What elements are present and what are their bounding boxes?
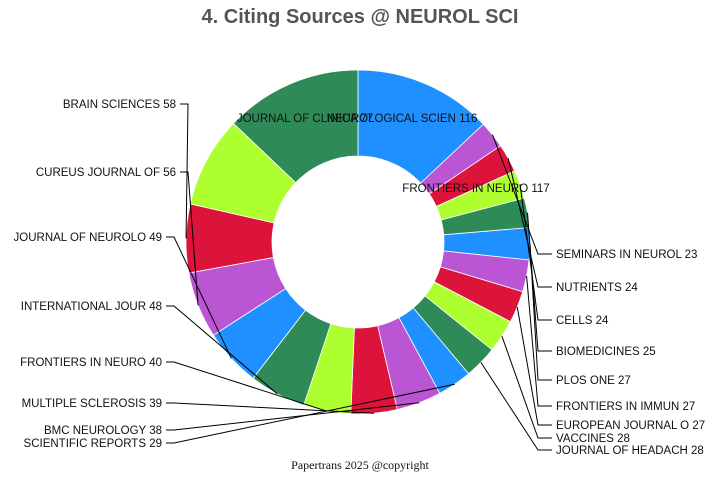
leader-line	[526, 275, 552, 407]
chart-title: 4. Citing Sources @ NEUROL SCI	[201, 6, 519, 28]
leader-line	[501, 336, 552, 439]
leader-line	[507, 157, 552, 288]
slice-label: NEUROLOGICAL SCIEN 116	[327, 113, 478, 125]
slice-label: JOURNAL OF CLINICA 77	[237, 113, 373, 125]
leader-line	[166, 236, 232, 359]
slice-label: SCIENTIFIC REPORTS 29	[24, 438, 162, 450]
slice-label: MULTIPLE SCLEROSIS 39	[22, 398, 162, 410]
donut-slice	[232, 69, 359, 184]
leader-line	[166, 305, 278, 395]
leader-line	[491, 134, 552, 255]
leader-line	[166, 402, 375, 414]
leader-line	[516, 306, 552, 426]
slice-label: BIOMEDICINES 25	[556, 346, 656, 358]
slice-label: FRONTIERS IN NEURO 40	[20, 357, 162, 369]
slice-label: NUTRIENTS 24	[556, 282, 638, 294]
slice-label: FRONTIERS IN IMMUN 27	[556, 401, 695, 413]
slice-label: JOURNAL OF NEUROLO 49	[14, 232, 162, 244]
donut-slices	[185, 69, 531, 415]
leader-line	[529, 243, 552, 381]
leader-line	[180, 103, 189, 239]
leader-line	[519, 184, 552, 321]
slice-label: EUROPEAN JOURNAL O 27	[556, 420, 705, 432]
slice-label: FRONTIERS IN NEURO 117	[402, 183, 549, 195]
slice-label: SEMINARS IN NEUROL 23	[556, 249, 697, 261]
slice-label: CELLS 24	[556, 315, 609, 327]
slice-label: VACCINES 28	[556, 433, 630, 445]
copyright-footer: Papertrans 2025 @copyright	[291, 458, 429, 472]
slice-label: BMC NEUROLOGY 38	[44, 425, 162, 437]
leader-line	[480, 362, 552, 451]
slice-label: BRAIN SCIENCES 58	[63, 99, 176, 111]
leader-line	[180, 171, 199, 306]
slice-label: INTERNATIONAL JOUR 48	[21, 301, 162, 313]
leader-line	[166, 383, 455, 444]
slice-label: JOURNAL OF HEADACH 28	[556, 445, 704, 457]
leader-line	[166, 402, 420, 431]
leader-line	[166, 361, 328, 412]
slice-label: CUREUS JOURNAL OF 56	[36, 167, 176, 179]
slice-label: PLOS ONE 27	[556, 375, 631, 387]
